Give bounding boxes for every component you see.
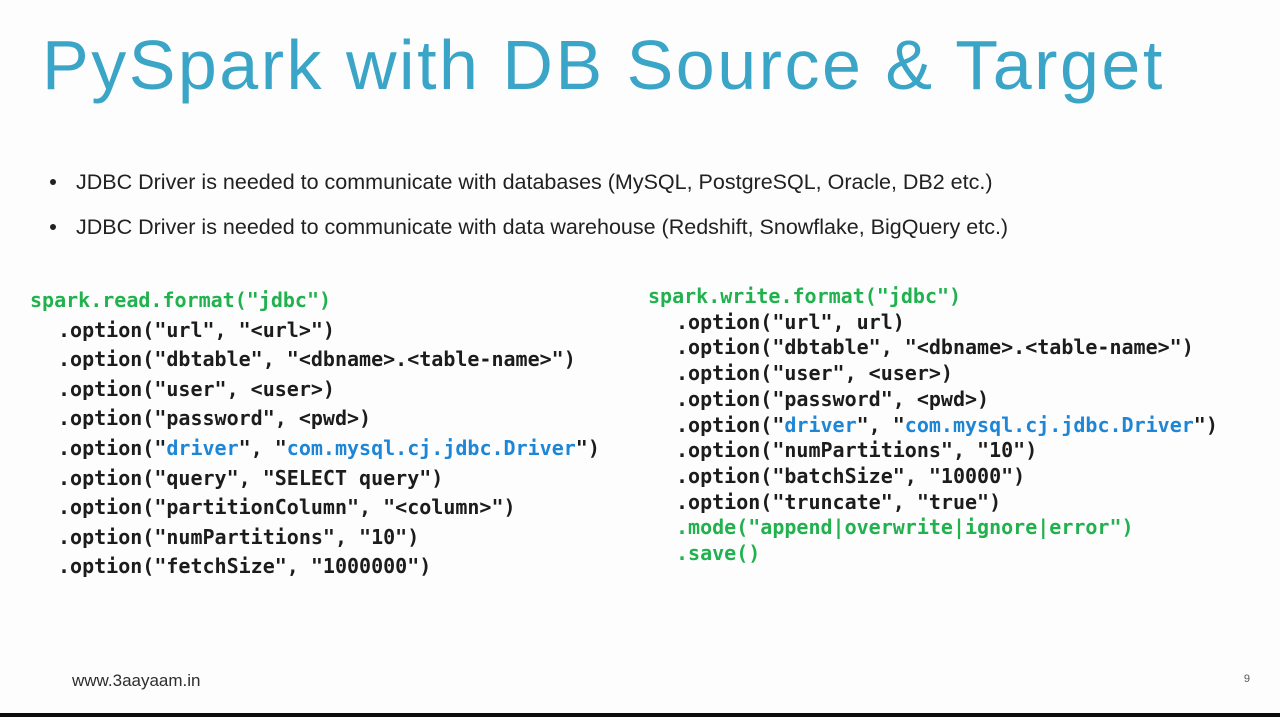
- footer-website: www.3aayaam.in: [72, 671, 201, 690]
- code-line: .option("partitionColumn", "<column>"): [58, 495, 516, 520]
- slide-title: PySpark with DB Source & Target: [42, 26, 1165, 104]
- code-line: .option("dbtable", "<dbname>.<table-name…: [676, 335, 1194, 360]
- code-line: spark.read.format("jdbc"): [30, 288, 332, 312]
- code-line: .option("dbtable", "<dbname>.<table-name…: [58, 347, 576, 372]
- code-block-spark-write: spark.write.format("jdbc").option("url",…: [648, 284, 1218, 567]
- code-line: .option("driver", "com.mysql.cj.jdbc.Dri…: [58, 435, 600, 460]
- code-line: .option("password", <pwd>): [58, 406, 372, 431]
- code-line: .option("fetchSize", "1000000"): [58, 554, 432, 579]
- bottom-edge-bar: [0, 713, 1280, 717]
- code-block-spark-read: spark.read.format("jdbc") .option("url", …: [30, 286, 600, 582]
- bullet-icon: [50, 224, 56, 230]
- code-line: .option("driver", "com.mysql.cj.jdbc.Dri…: [676, 412, 1218, 437]
- page-number: 9: [1243, 673, 1250, 685]
- bullet-item-warehouse: JDBC Driver is needed to communicate wit…: [44, 212, 1008, 242]
- code-line: .option("query", "SELECT query"): [58, 465, 444, 490]
- code-line: .option("password", <pwd>): [676, 386, 990, 411]
- code-line: .option("url", url): [676, 309, 905, 334]
- code-line: .option("numPartitions", "10"): [676, 438, 1038, 463]
- bullet-text: JDBC Driver is needed to communicate wit…: [76, 170, 993, 194]
- code-line: .option("batchSize", "10000"): [676, 463, 1026, 488]
- bullet-list: JDBC Driver is needed to communicate wit…: [44, 167, 1008, 257]
- code-line: .option("url", "<url>"): [58, 317, 335, 342]
- code-line: .option("truncate", "true"): [676, 489, 1002, 514]
- bullet-icon: [50, 179, 56, 185]
- code-line: spark.write.format("jdbc"): [648, 284, 962, 308]
- bullet-text: JDBC Driver is needed to communicate wit…: [76, 215, 1009, 239]
- code-line: .option("user", <user>): [58, 376, 335, 401]
- code-line: .option("numPartitions", "10"): [58, 524, 420, 549]
- code-line: .save(): [676, 541, 761, 566]
- bullet-item-databases: JDBC Driver is needed to communicate wit…: [44, 167, 1008, 197]
- code-line: .mode("append|overwrite|ignore|error"): [676, 515, 1134, 540]
- code-line: .option("user", <user>): [676, 361, 953, 386]
